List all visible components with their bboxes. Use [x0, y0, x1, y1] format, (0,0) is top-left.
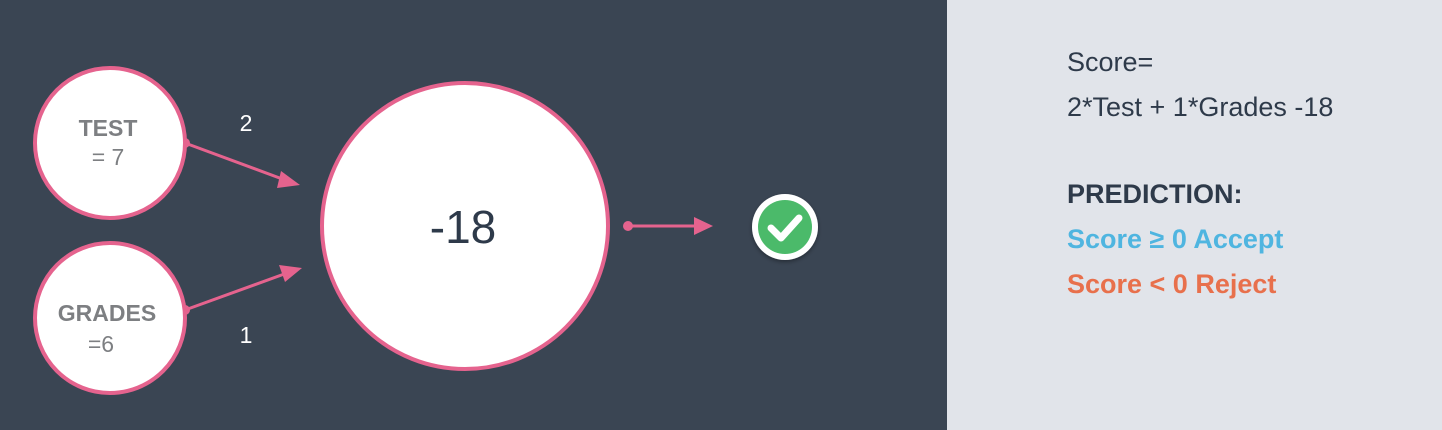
grades-node-label: GRADES	[58, 300, 156, 326]
score-formula: Score= 2*Test + 1*Grades -18	[1067, 40, 1333, 130]
edge-test-to-score	[180, 138, 300, 188]
perceptron-diagram: 2 1 TEST = 7 GRADES =6 -18	[33, 66, 818, 395]
grades-node: GRADES =6	[33, 241, 187, 395]
score-node: -18	[320, 81, 610, 371]
prediction-accept-rule: Score ≥ 0 Accept	[1067, 224, 1284, 254]
weight-grades-label: 1	[240, 322, 253, 348]
edge-score-to-result	[623, 217, 713, 235]
score-node-value: -18	[430, 201, 496, 253]
test-node-label: TEST	[79, 115, 138, 141]
prediction-title: PREDICTION:	[1067, 179, 1243, 209]
info-panel	[947, 0, 1442, 430]
checkmark-circle-icon	[752, 194, 818, 260]
test-node: TEST = 7	[33, 66, 187, 220]
test-node-value: = 7	[92, 144, 125, 170]
formula-line-1: Score=	[1067, 47, 1154, 77]
grades-node-value: =6	[88, 331, 114, 357]
edge-grades-to-score	[180, 265, 302, 315]
prediction-rules: PREDICTION: Score ≥ 0 Accept Score < 0 R…	[1067, 172, 1283, 307]
prediction-reject-rule: Score < 0 Reject	[1067, 269, 1277, 299]
weight-test-label: 2	[240, 110, 253, 136]
formula-line-2: 2*Test + 1*Grades -18	[1067, 92, 1334, 122]
